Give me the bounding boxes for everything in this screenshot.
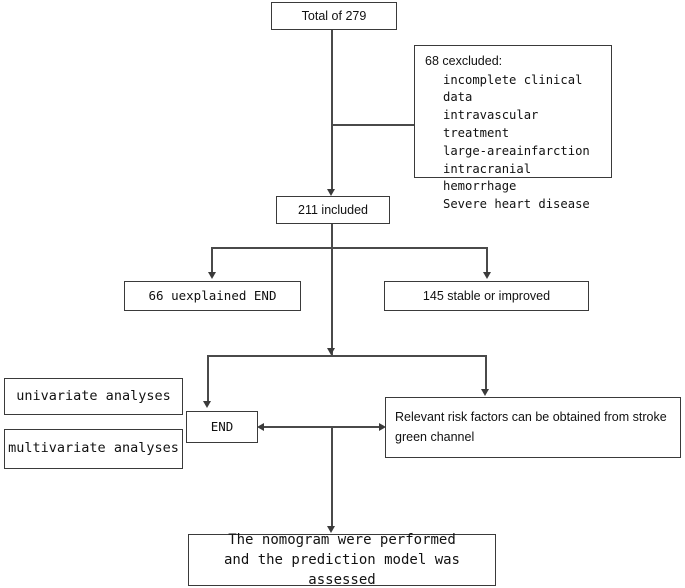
arrowhead-end-left <box>257 422 264 431</box>
arrowhead-riskfactors <box>481 389 489 396</box>
connector-total-to-included <box>331 29 333 191</box>
excluded-reason-item: intravascular treatment <box>443 108 539 140</box>
arrowhead-end <box>203 401 211 408</box>
connector-to-excluded <box>331 124 415 126</box>
node-stable-improved: 145 stable or improved <box>384 281 589 311</box>
node-included-label: 211 included <box>298 202 368 217</box>
node-end: END <box>186 411 258 443</box>
split-bar-level2 <box>207 355 486 357</box>
node-nomogram-line2: and the prediction model was assessed <box>223 551 460 588</box>
connector-to-riskfactors <box>485 355 487 391</box>
excluded-reason-item: incomplete clinical data <box>443 72 583 105</box>
node-total: Total of 279 <box>271 2 397 30</box>
node-end-label: END <box>210 418 234 434</box>
connector-to-unexplained <box>211 247 213 274</box>
node-stable-improved-label: 145 stable or improved <box>422 288 551 303</box>
node-nomogram-line1: The nomogram were performed <box>228 531 456 548</box>
connector-included-stem <box>331 223 333 248</box>
arrowhead-nomogram <box>327 526 335 533</box>
node-excluded-header: 68 cexcluded: <box>425 54 503 68</box>
node-excluded: 68 cexcluded: incomplete clinical data i… <box>414 45 612 211</box>
connector-trunk-middle <box>331 247 333 356</box>
connector-end-riskfactors <box>261 426 383 428</box>
node-excluded-reasons: incomplete clinical data intravascular t… <box>425 72 603 215</box>
arrowhead-unexplained <box>207 272 216 279</box>
connector-to-end <box>207 355 209 403</box>
arrowhead-included <box>327 189 335 196</box>
node-nomogram: The nomogram were performed and the pred… <box>188 532 496 588</box>
node-risk-factors-line2: green channel <box>395 429 475 444</box>
excluded-reason-item: Severe heart disease <box>443 197 590 212</box>
node-risk-factors: Relevant risk factors can be obtained fr… <box>385 397 681 458</box>
node-univariate-analyses-label: univariate analyses <box>16 387 171 404</box>
connector-to-stable <box>486 247 488 274</box>
node-unexplained-end-label: 66 uexplained END <box>148 287 277 303</box>
node-multivariate-analyses: multivariate analyses <box>4 429 183 469</box>
node-total-label: Total of 279 <box>301 8 367 23</box>
arrowhead-trunk-middle <box>327 348 335 355</box>
split-bar-level1 <box>211 247 487 249</box>
node-risk-factors-line1: Relevant risk factors can be obtained fr… <box>395 410 667 425</box>
arrowhead-stable <box>482 272 491 279</box>
excluded-reason-item: large-areainfarction <box>443 143 590 158</box>
node-unexplained-end: 66 uexplained END <box>124 281 301 311</box>
excluded-reason-item: intracranial hemorrhage <box>443 161 532 194</box>
node-multivariate-analyses-label: multivariate analyses <box>8 440 179 457</box>
connector-to-nomogram <box>331 426 333 528</box>
arrowhead-riskfactors-right <box>379 422 386 431</box>
node-included: 211 included <box>276 196 390 224</box>
node-univariate-analyses: univariate analyses <box>4 378 183 415</box>
